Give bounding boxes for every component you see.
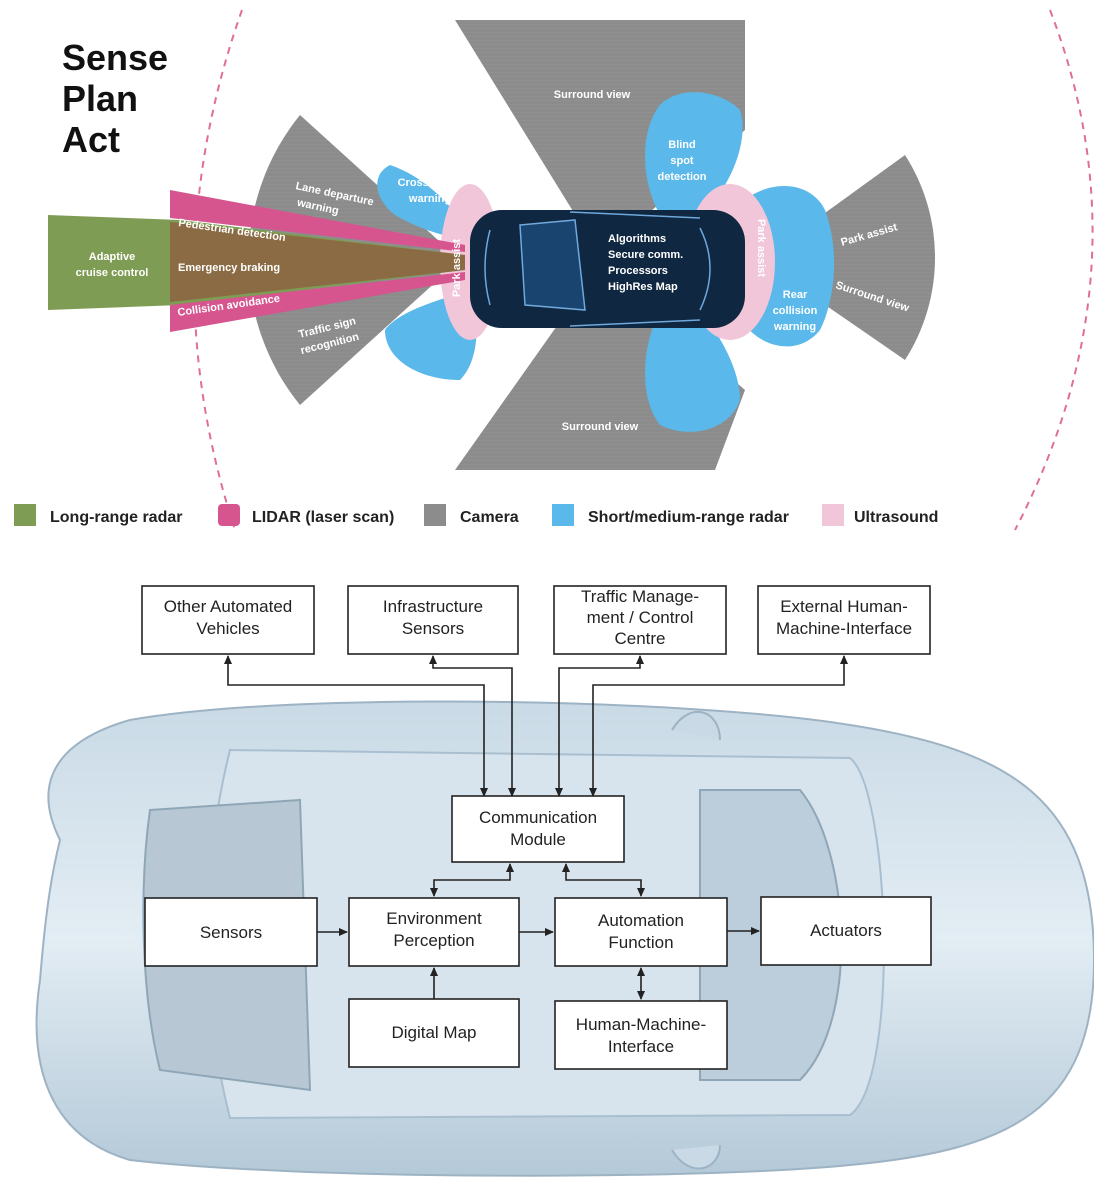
radar-blind-spot-bottom [645,310,740,432]
car-label-line: Processors [608,265,668,277]
label-line: warning [773,321,816,333]
box-label-line: Communication [479,808,597,827]
legend-swatch [552,504,574,526]
box-label-line: Infrastructure [383,597,483,616]
box-label-line: Module [510,830,566,849]
title-line: Act [62,119,120,160]
legend-swatch [218,504,240,526]
label-line: cruise control [76,267,149,279]
label-line: warning [408,193,451,205]
label-rear-collision: Rear collision warning [773,289,818,333]
label-line: spot [670,155,694,167]
label-line: detection [658,171,707,183]
legend-label: LIDAR (laser scan) [252,509,394,526]
link-comm-automation [562,863,645,897]
legend-swatch [424,504,446,526]
legend-label: Long-range radar [50,509,182,526]
box-traffic-management: Traffic Manage- ment / Control Centre [553,585,727,655]
label-line: collision [773,305,818,317]
label-line: Rear [783,289,808,301]
link-comm-external-hmi [589,655,848,797]
car-label-line: Algorithms [608,233,666,245]
box-label-line: Digital Map [391,1023,476,1042]
box-label-line: Machine-Interface [776,619,912,638]
label-emergency-braking: Emergency braking [178,262,280,274]
page-title: Sense Plan Act [62,37,168,160]
title-line: Sense [62,37,168,78]
box-communication-module: Communication Module [451,795,625,863]
box-label-line: Sensors [402,619,464,638]
box-environment-perception: Environment Perception [348,897,520,967]
link-comm-perception [430,863,514,897]
label-line: Adaptive [89,251,135,263]
box-label-line: Automation [598,911,684,930]
box-label-line: Human-Machine- [576,1015,706,1034]
vehicle-capabilities: Algorithms Secure comm. Processors HighR… [608,233,683,293]
radar-blind-spot-top [645,92,743,215]
camera-wedge-top [455,20,745,255]
architecture-diagram: Other Automated Vehicles Infrastructure … [35,585,1094,1177]
legend-swatch [14,504,36,526]
box-hmi: Human-Machine- Interface [554,1000,728,1070]
label-blind-spot: Blind spot detection [658,139,707,183]
box-label-line: Interface [608,1037,674,1056]
box-label-line: Environment [386,909,482,928]
link-comm-infrastructure [429,655,516,797]
box-label-line: Other Automated [164,597,293,616]
label-line: Cross traffic [398,177,463,189]
box-external-hmi: External Human- Machine-Interface [757,585,931,655]
label-cross-traffic: Cross traffic warning [398,177,463,205]
legend-label: Ultrasound [854,509,938,526]
box-other-automated-vehicles: Other Automated Vehicles [141,585,315,655]
label-park-assist-rear: Park assist [755,219,767,277]
box-digital-map: Digital Map [348,998,520,1068]
box-sensors: Sensors [144,897,318,967]
box-label-line: Perception [393,931,474,950]
box-label-line: Actuators [810,921,882,940]
box-actuators: Actuators [760,896,932,966]
label-surround-view-bottom: Surround view [562,421,639,433]
box-label-line: Centre [614,629,665,648]
box-label-line: Function [608,933,673,952]
legend-swatch [822,504,844,526]
box-label-line: Sensors [200,923,262,942]
long-range-radar-overlap [170,222,465,302]
label-adaptive-cruise: Adaptive cruise control [76,251,149,279]
lidar-beam-upper [170,190,465,252]
box-infrastructure-sensors: Infrastructure Sensors [347,585,519,655]
legend-label: Short/medium-range radar [588,509,789,526]
box-label-line: Traffic Manage- [581,587,699,606]
legend: Long-range radar LIDAR (laser scan) Came… [14,504,938,526]
range-arc-right [1014,9,1094,531]
box-label-line: External Human- [780,597,908,616]
lidar-beam-lower [170,272,465,332]
vehicle-top-view [470,210,745,328]
title-line: Plan [62,78,138,119]
car-label-line: Secure comm. [608,249,683,261]
camera-wedge-rear [760,155,936,360]
label-surround-view-top: Surround view [554,89,631,101]
box-automation-function: Automation Function [554,897,728,967]
sensor-coverage-diagram: Adaptive cruise control Emergency brakin… [14,9,1094,531]
label-line: Blind [668,139,696,151]
box-label-line: Vehicles [196,619,259,638]
label-park-assist-front: Park assist [451,239,463,297]
legend-label: Camera [460,509,519,526]
car-label-line: HighRes Map [608,281,678,293]
box-label-line: ment / Control [587,608,694,627]
